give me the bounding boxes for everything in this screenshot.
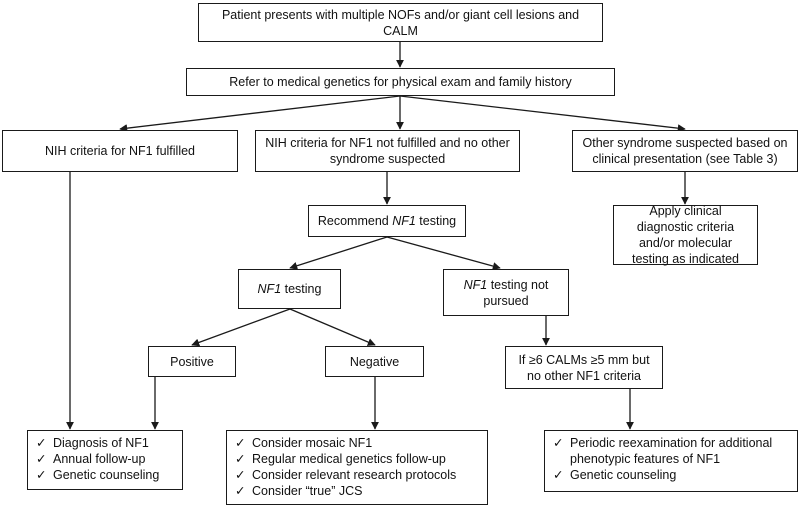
- nf1-gene-italic: NF1: [463, 277, 488, 292]
- outcome-item: phenotypic features of NF1: [570, 452, 721, 466]
- check-icon: ✓: [36, 436, 47, 450]
- six-calms-box: If ≥6 CALMs ≥5 mm but no other NF1 crite…: [505, 346, 663, 389]
- nih-fulfilled-text: NIH criteria for NF1 fulfilled: [44, 144, 196, 158]
- positive-text: Positive: [170, 354, 214, 369]
- refer-text: Refer to medical genetics for physical e…: [229, 75, 572, 89]
- nf1-not-pursued-box: NF1 testing not pursued: [443, 269, 569, 316]
- check-icon: ✓: [36, 452, 47, 466]
- positive-outcome-box: ✓Diagnosis of NF1 ✓Annual follow-up ✓Gen…: [27, 430, 183, 490]
- nf1-gene-italic: NF1: [392, 214, 416, 228]
- outcome-item: ✓Diagnosis of NF1: [36, 436, 149, 450]
- negative-text: Negative: [349, 354, 400, 369]
- arrow-recommend-to-testing: [289, 236, 388, 270]
- outcome-item: ✓Regular medical genetics follow-up: [235, 452, 446, 466]
- nih-fulfilled-box: NIH criteria for NF1 fulfilled: [2, 130, 238, 172]
- negative-outcome-box: ✓Consider mosaic NF1 ✓Regular medical ge…: [226, 430, 488, 505]
- six-calms-text: If ≥6 CALMs ≥5 mm but no other NF1 crite…: [518, 352, 650, 383]
- nih-not-fulfilled-text: NIH criteria for NF1 not fulfilled and n…: [265, 136, 510, 166]
- start-text: Patient presents with multiple NOFs and/…: [221, 7, 580, 38]
- refer-box: Refer to medical genetics for physical e…: [186, 68, 615, 96]
- periodic-outcome-box: ✓Periodic reexamination for additional p…: [544, 430, 798, 492]
- arrow-refer-to-other-syndrome: [399, 95, 686, 133]
- check-icon: ✓: [553, 436, 564, 450]
- start-box: Patient presents with multiple NOFs and/…: [198, 3, 603, 42]
- outcome-item: ✓Genetic counseling: [553, 468, 677, 482]
- recommend-testing-box: Recommend NF1 testing: [308, 205, 466, 237]
- nih-not-fulfilled-box: NIH criteria for NF1 not fulfilled and n…: [255, 130, 520, 172]
- arrow-testing-to-positive: [191, 308, 291, 347]
- check-icon: ✓: [553, 468, 564, 482]
- apply-criteria-box: Apply clinical diagnostic criteria and/o…: [613, 204, 758, 266]
- arrow-testing-to-negative: [289, 308, 376, 346]
- outcome-item: ✓Consider mosaic NF1: [235, 436, 373, 450]
- arrow-refer-to-nih-fulfilled: [119, 95, 401, 133]
- other-syndrome-text: Other syndrome suspected based on clinic…: [582, 136, 788, 166]
- nf1-not-pursued-text: NF1 testing not pursued: [463, 277, 552, 308]
- recommend-testing-text: Recommend NF1 testing: [317, 214, 457, 228]
- check-icon: ✓: [235, 436, 246, 450]
- nf1-testing-box: NF1 testing: [238, 269, 341, 309]
- apply-criteria-text: Apply clinical diagnostic criteria and/o…: [631, 204, 739, 266]
- negative-box: Negative: [325, 346, 424, 377]
- arrow-recommend-to-not-pursued: [386, 236, 501, 270]
- nf1-testing-text: NF1 testing: [257, 282, 322, 296]
- outcome-item: ✓Consider relevant research protocols: [235, 468, 457, 482]
- check-icon: ✓: [235, 484, 246, 498]
- outcome-item: ✓Genetic counseling: [36, 468, 160, 482]
- nf1-gene-italic: NF1: [257, 282, 282, 296]
- outcome-item: ✓Annual follow-up: [36, 452, 146, 466]
- check-icon: ✓: [235, 468, 246, 482]
- positive-box: Positive: [148, 346, 236, 377]
- other-syndrome-box: Other syndrome suspected based on clinic…: [572, 130, 798, 172]
- outcome-item: ✓Periodic reexamination for additional: [553, 436, 773, 450]
- check-icon: ✓: [235, 452, 246, 466]
- check-icon: ✓: [36, 468, 47, 482]
- outcome-item: ✓Consider “true” JCS: [235, 484, 363, 498]
